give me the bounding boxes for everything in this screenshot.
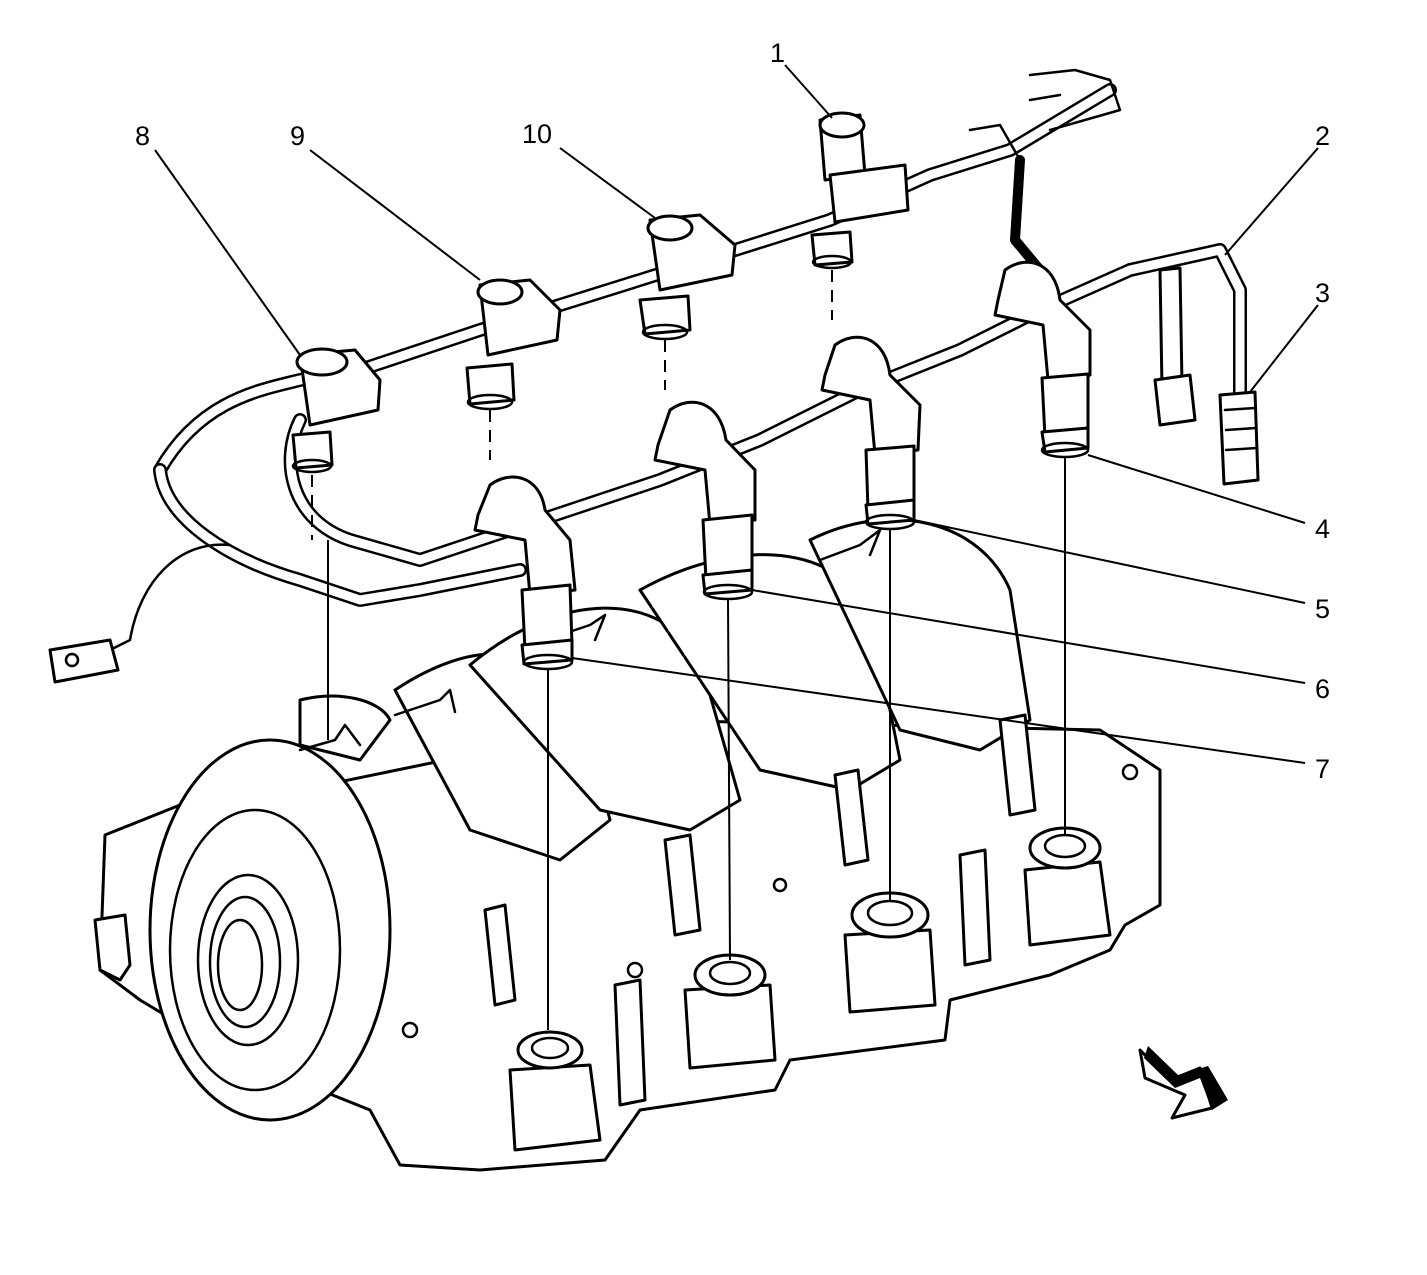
callout-7: 7 bbox=[1315, 754, 1330, 784]
fuel-injector-9 bbox=[465, 278, 562, 411]
callout-2: 2 bbox=[1315, 121, 1330, 151]
direction-arrow-icon bbox=[1138, 1046, 1228, 1120]
callout-labels: 1 2 3 4 5 6 7 8 9 10 bbox=[135, 38, 1330, 784]
callout-6: 6 bbox=[1315, 674, 1330, 704]
fuel-injector-4 bbox=[993, 260, 1092, 459]
injector-boss-row bbox=[508, 826, 1112, 1152]
intake-manifold bbox=[93, 518, 1162, 1172]
callout-1: 1 bbox=[770, 38, 785, 68]
callout-3: 3 bbox=[1315, 278, 1330, 308]
callout-9: 9 bbox=[290, 121, 305, 151]
fuel-injector-8 bbox=[291, 347, 382, 474]
fuel-injector-5 bbox=[820, 335, 922, 531]
callout-10: 10 bbox=[522, 119, 552, 149]
fuel-injector-6 bbox=[653, 400, 757, 601]
fuel-injector-1 bbox=[810, 111, 910, 270]
alignment-lines bbox=[311, 270, 1066, 1030]
callout-5: 5 bbox=[1315, 594, 1330, 624]
fuel-injector-7 bbox=[473, 475, 577, 671]
callout-4: 4 bbox=[1315, 514, 1330, 544]
callout-8: 8 bbox=[135, 121, 150, 151]
leader-lines bbox=[154, 64, 1319, 764]
fuel-injector-10 bbox=[638, 213, 737, 341]
